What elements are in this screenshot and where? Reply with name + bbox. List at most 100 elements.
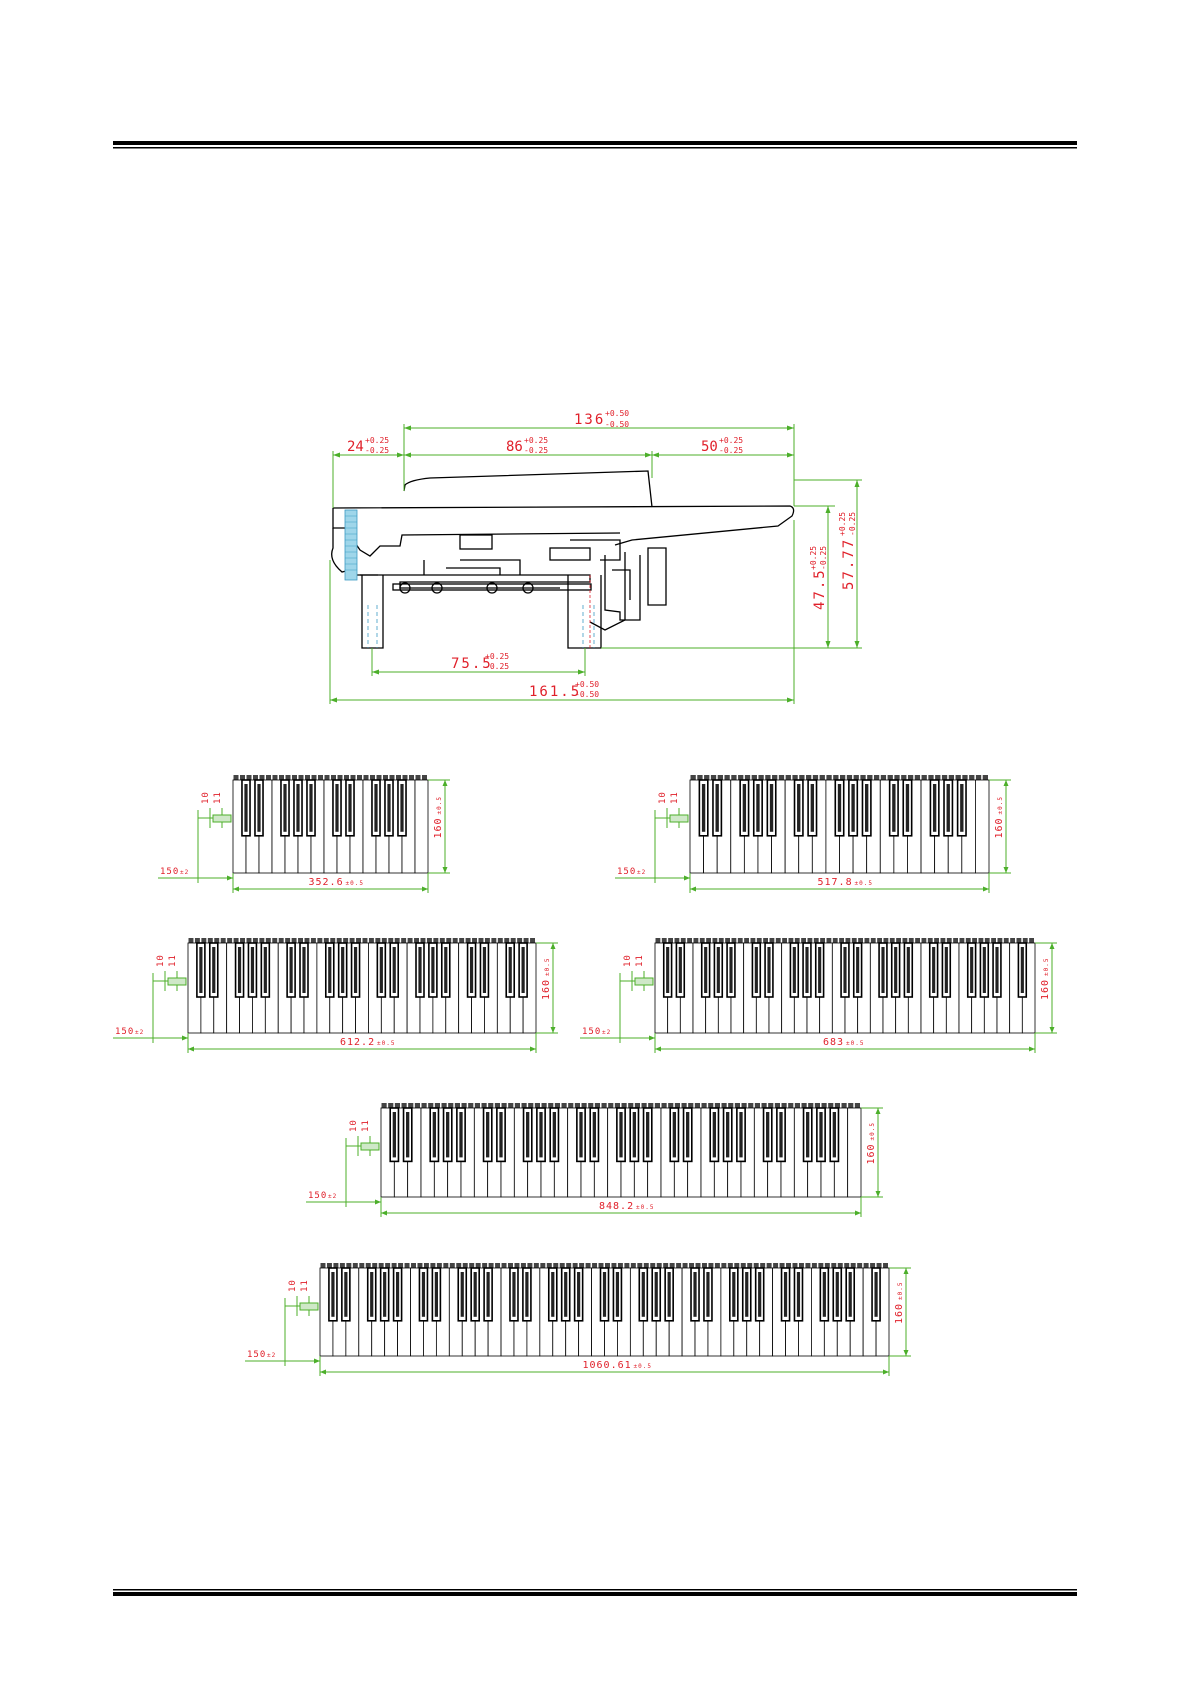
black-key-inner bbox=[641, 1272, 645, 1317]
black-key-inner bbox=[805, 947, 809, 993]
keyboard-dim-11: 11 bbox=[670, 791, 680, 804]
key-nub bbox=[436, 1263, 442, 1268]
key-nub bbox=[717, 775, 723, 780]
key-nub bbox=[710, 775, 717, 780]
black-key-inner bbox=[632, 1112, 636, 1158]
black-key-inner bbox=[874, 1272, 878, 1317]
key-nub bbox=[744, 775, 751, 780]
key-nub bbox=[648, 1103, 654, 1108]
dim-57-77: 57.77 bbox=[841, 538, 857, 590]
key-nub bbox=[826, 775, 832, 780]
keyboard-offset-tolerance: ±2 bbox=[328, 1193, 337, 1200]
key-nub bbox=[845, 938, 851, 943]
key-nub bbox=[734, 1263, 740, 1268]
keyboard-offset-label: 150 bbox=[308, 1191, 327, 1201]
black-key-inner bbox=[564, 1272, 568, 1317]
black-key-inner bbox=[341, 947, 345, 993]
dimension-labels: 136 +0.50 -0.50 24 +0.25 -0.25 86 +0.25 … bbox=[347, 409, 857, 700]
black-key-inner bbox=[539, 1112, 543, 1158]
key-nub bbox=[844, 1263, 850, 1268]
keyboard-width-tolerance: ±0.5 bbox=[855, 880, 873, 887]
key-nub bbox=[959, 938, 965, 943]
key-nub bbox=[1010, 938, 1015, 943]
black-key-inner bbox=[434, 1272, 438, 1317]
key-nub bbox=[927, 938, 933, 943]
key-nub bbox=[630, 1263, 636, 1268]
key-nub bbox=[488, 1103, 494, 1108]
keyboard-dim-10: 10 bbox=[349, 1119, 359, 1132]
key-nub bbox=[674, 1103, 680, 1108]
key-nub bbox=[766, 1263, 772, 1268]
black-key-inner bbox=[686, 1112, 690, 1158]
key-nub bbox=[501, 1103, 507, 1108]
key-nub bbox=[514, 1263, 520, 1268]
key-nub bbox=[394, 1103, 400, 1108]
key-nub bbox=[928, 775, 934, 780]
key-nub bbox=[731, 938, 737, 943]
black-key-inner bbox=[392, 947, 396, 993]
key-nub bbox=[867, 775, 873, 780]
key-nub bbox=[663, 1263, 669, 1268]
black-key-inner bbox=[995, 947, 999, 993]
key-nub bbox=[854, 1103, 860, 1108]
key-nub bbox=[682, 1263, 688, 1268]
key-nub bbox=[207, 938, 213, 943]
black-key-inner bbox=[726, 1112, 730, 1158]
black-key-inner bbox=[431, 947, 435, 993]
key-nub bbox=[870, 938, 876, 943]
dim-47-5: 47.5 bbox=[812, 568, 828, 610]
key-nub bbox=[233, 938, 239, 943]
keyboard-offset-label: 150 bbox=[115, 1027, 134, 1037]
black-key-inner bbox=[486, 1112, 490, 1158]
key-nub bbox=[969, 775, 975, 780]
black-key-inner bbox=[729, 947, 733, 993]
key-nub bbox=[278, 938, 284, 943]
key-nub bbox=[474, 1103, 480, 1108]
key-nub bbox=[304, 938, 310, 943]
key-nub bbox=[188, 938, 194, 943]
key-nub bbox=[475, 1263, 481, 1268]
keyboard-width-tolerance: ±0.5 bbox=[346, 880, 364, 887]
key-nub bbox=[788, 1103, 794, 1108]
key-nub bbox=[468, 1103, 474, 1108]
key-nub bbox=[695, 1263, 701, 1268]
key-nub bbox=[794, 1103, 800, 1108]
key-nub bbox=[655, 938, 661, 943]
black-key-inner bbox=[819, 1112, 823, 1158]
keyboard-dimension-arrows bbox=[182, 943, 556, 1052]
key-nub bbox=[214, 938, 220, 943]
keyboard-width-tolerance: ±0.5 bbox=[377, 1040, 395, 1047]
black-key-inner bbox=[905, 784, 910, 832]
key-nub bbox=[491, 938, 497, 943]
key-nub bbox=[694, 1103, 700, 1108]
key-nub bbox=[833, 775, 839, 780]
key-nub bbox=[533, 1263, 539, 1268]
keyboard-dim-11: 11 bbox=[213, 791, 223, 804]
black-key-inner bbox=[348, 784, 352, 832]
black-key-inner bbox=[848, 1272, 852, 1317]
key-nub bbox=[792, 1263, 798, 1268]
key-nub bbox=[356, 938, 361, 943]
key-nub bbox=[259, 938, 265, 943]
key-nub bbox=[907, 775, 914, 780]
key-nub bbox=[465, 938, 471, 943]
key-nub bbox=[310, 938, 316, 943]
key-nub bbox=[559, 1263, 565, 1268]
keyboard-offset-tolerance: ±2 bbox=[267, 1352, 276, 1359]
key-nub bbox=[497, 938, 503, 943]
key-nub bbox=[362, 938, 368, 943]
key-nub bbox=[478, 938, 484, 943]
black-key-inner bbox=[856, 947, 860, 993]
keybed-side-view: 136 +0.50 -0.50 24 +0.25 -0.25 86 +0.25 … bbox=[329, 409, 862, 704]
black-key-inner bbox=[892, 784, 896, 832]
key-nub bbox=[404, 1263, 410, 1268]
key-nub bbox=[887, 775, 893, 780]
key-nub bbox=[962, 775, 968, 780]
key-nub bbox=[978, 938, 984, 943]
white-key bbox=[847, 1107, 862, 1198]
black-key-inner bbox=[199, 947, 203, 993]
key-nub bbox=[346, 1263, 352, 1268]
